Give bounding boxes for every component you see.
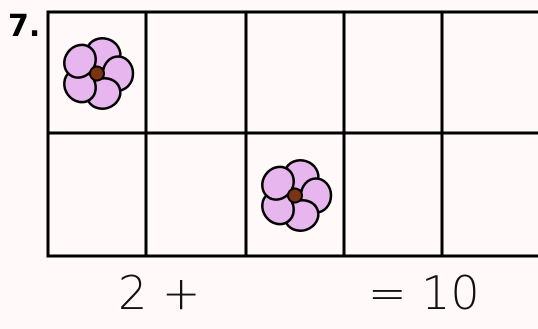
ten-frame-cell [63, 37, 135, 110]
flower-icon [63, 37, 135, 110]
ten-frame-grid [46, 10, 538, 258]
equation-right: = 10 [368, 266, 480, 320]
problem-number: 7. [8, 9, 41, 44]
flower-center [287, 187, 303, 204]
ten-frame-cell [261, 159, 333, 232]
flower-center [89, 65, 105, 82]
equation-left: 2 + [118, 266, 201, 320]
ten-frame-cells [63, 37, 333, 232]
flower-icon [261, 159, 333, 232]
